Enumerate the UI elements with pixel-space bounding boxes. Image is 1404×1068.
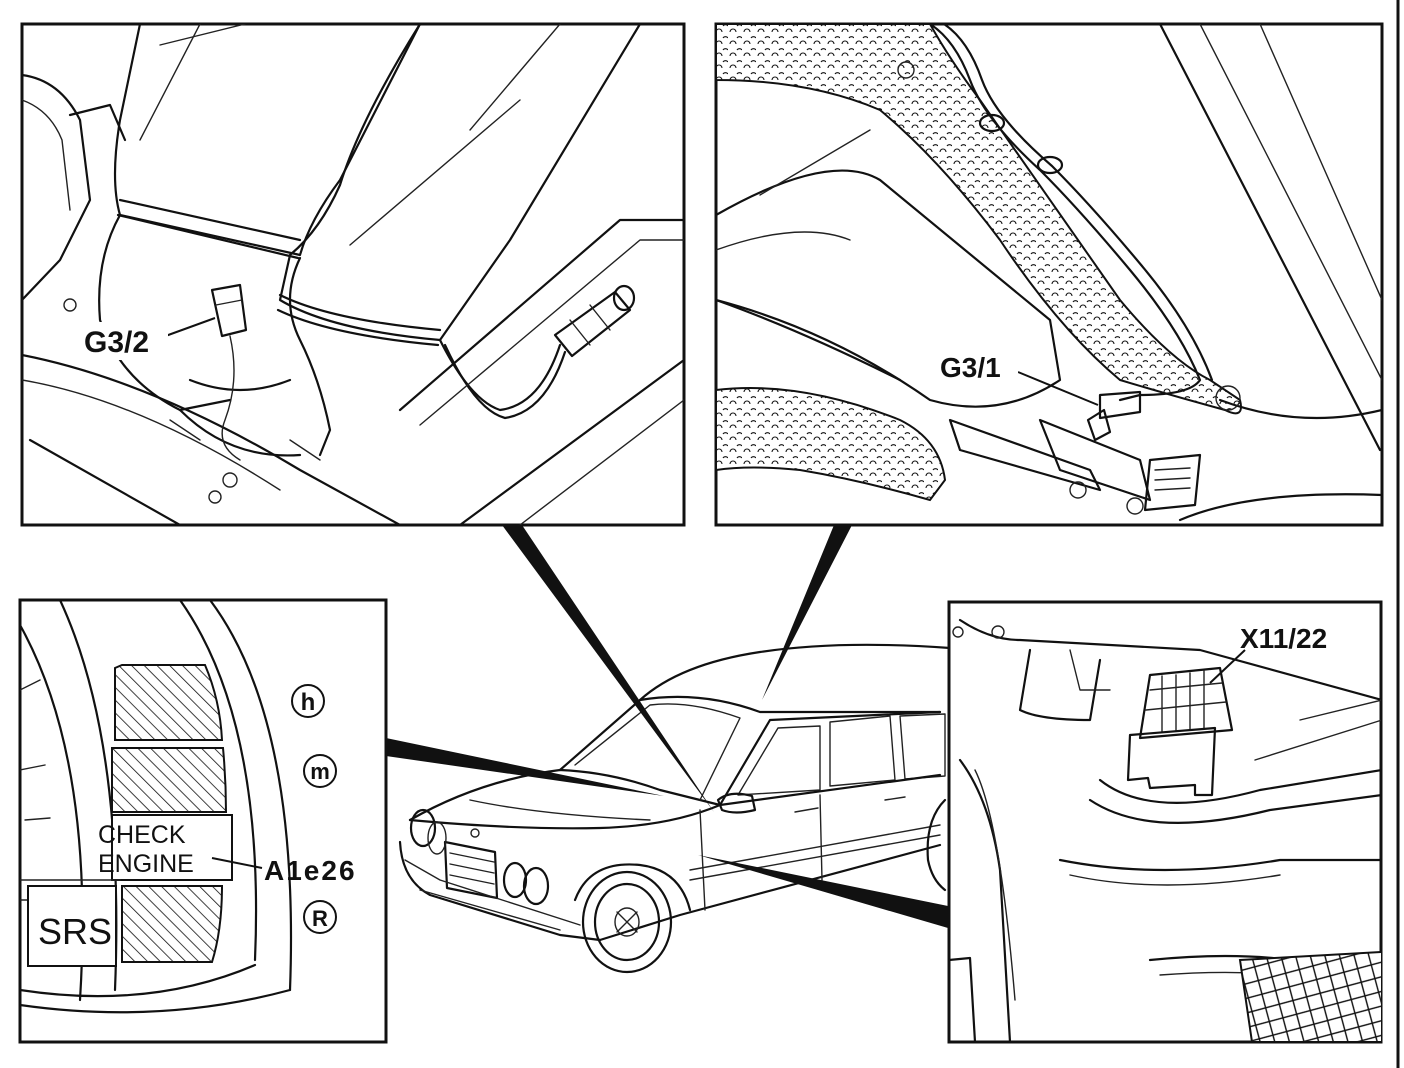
label-x11-22: X11/22	[1240, 623, 1327, 654]
callout-wedge-g3-2	[502, 525, 714, 812]
label-g3-1: G3/1	[940, 352, 1001, 383]
gauge-m-icon-label: m	[310, 759, 330, 784]
check-engine-line2: ENGINE	[98, 850, 194, 878]
gauge-r-icon-label: R	[312, 906, 328, 931]
gauge-h-icon-label: h	[301, 689, 316, 716]
panel-g3-2-detail: G3/2	[20, 22, 686, 527]
callout-pointers	[386, 525, 948, 928]
car-illustration	[398, 643, 952, 974]
callout-wedge-g3-1	[762, 525, 852, 700]
label-g3-2: G3/2	[84, 326, 149, 359]
check-engine-line1: CHECK	[98, 821, 186, 849]
callout-wedge-x11-22	[698, 855, 948, 928]
panel-x11-22-detail: X11/22	[947, 600, 1383, 1044]
panel-g3-1-detail: G3/1	[714, 22, 1384, 527]
callout-wedge-a1e26	[386, 738, 664, 796]
panel-instrument-cluster-detail: h m R CHECK ENGINE A1e26 SRS	[18, 598, 388, 1044]
srs-lamp-label: SRS	[38, 911, 112, 952]
label-a1e26: A1e26	[264, 855, 357, 886]
